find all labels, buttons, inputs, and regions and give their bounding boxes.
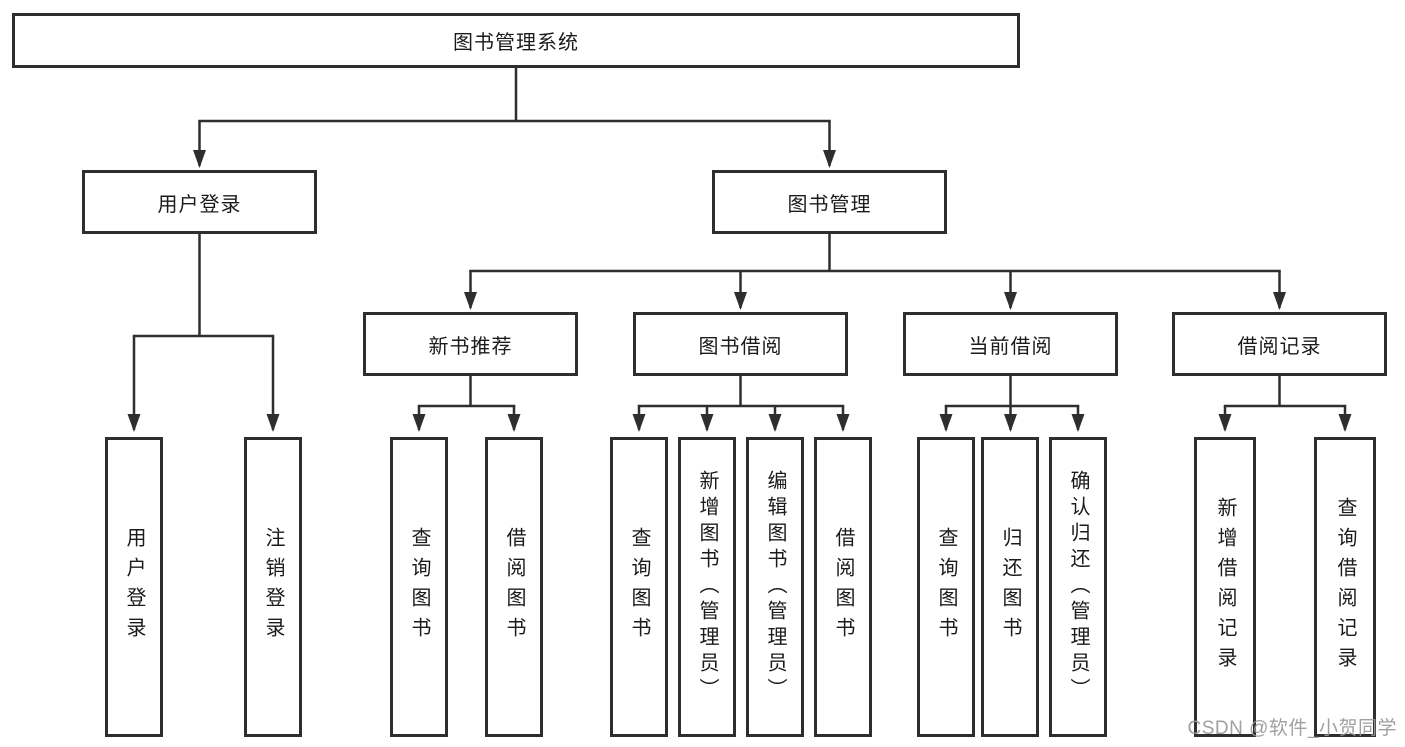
leaf-add-borrow-record-label: 新增借阅记录: [1214, 497, 1236, 677]
leaf-return-books: 归还图书: [981, 437, 1039, 737]
node-borrow-records: 借阅记录: [1172, 312, 1387, 376]
leaf-query-books-current-label: 查询图书: [935, 527, 957, 647]
leaf-logout: 注销登录: [244, 437, 302, 737]
leaf-return-books-label: 归还图书: [999, 527, 1021, 647]
leaf-confirm-return-admin: 确认归还（管理员）: [1049, 437, 1107, 737]
node-user-login-label: 用户登录: [157, 193, 242, 216]
watermark: CSDN @软件_小贺同学: [1187, 718, 1397, 739]
leaf-borrow-books-recommend: 借阅图书: [485, 437, 543, 737]
leaf-confirm-return-admin-label: 确认归还（管理员）: [1067, 470, 1089, 704]
leaf-add-books-admin: 新增图书（管理员）: [678, 437, 736, 737]
leaf-query-books-borrow: 查询图书: [610, 437, 668, 737]
node-root: 图书管理系统: [12, 13, 1020, 68]
leaf-add-books-admin-label: 新增图书（管理员）: [696, 470, 718, 704]
node-root-label: 图书管理系统: [453, 32, 579, 54]
leaf-user-login: 用户登录: [105, 437, 163, 737]
leaf-query-books-borrow-label: 查询图书: [628, 527, 650, 647]
leaf-edit-books-admin-label: 编辑图书（管理员）: [764, 470, 786, 704]
leaf-query-books-recommend: 查询图书: [390, 437, 448, 737]
node-user-login: 用户登录: [82, 170, 317, 234]
leaf-edit-books-admin: 编辑图书（管理员）: [746, 437, 804, 737]
leaf-query-books-recommend-label: 查询图书: [408, 527, 430, 647]
leaf-borrow-books-recommend-label: 借阅图书: [503, 527, 525, 647]
node-book-borrow-label: 图书借阅: [698, 335, 783, 358]
node-borrow-records-label: 借阅记录: [1237, 335, 1322, 358]
leaf-borrow-books: 借阅图书: [814, 437, 872, 737]
leaf-query-borrow-record: 查询借阅记录: [1314, 437, 1376, 737]
leaf-query-books-current: 查询图书: [917, 437, 975, 737]
node-current-borrow-label: 当前借阅: [968, 335, 1053, 358]
leaf-add-borrow-record: 新增借阅记录: [1194, 437, 1256, 737]
node-current-borrow: 当前借阅: [903, 312, 1118, 376]
leaf-user-login-label: 用户登录: [123, 527, 145, 647]
node-book-management: 图书管理: [712, 170, 947, 234]
node-book-borrow: 图书借阅: [633, 312, 848, 376]
leaf-query-borrow-record-label: 查询借阅记录: [1334, 497, 1356, 677]
node-new-book-recommend-label: 新书推荐: [428, 335, 513, 358]
node-book-management-label: 图书管理: [787, 193, 872, 216]
node-new-book-recommend: 新书推荐: [363, 312, 578, 376]
leaf-borrow-books-label: 借阅图书: [832, 527, 854, 647]
leaf-logout-label: 注销登录: [262, 527, 284, 647]
